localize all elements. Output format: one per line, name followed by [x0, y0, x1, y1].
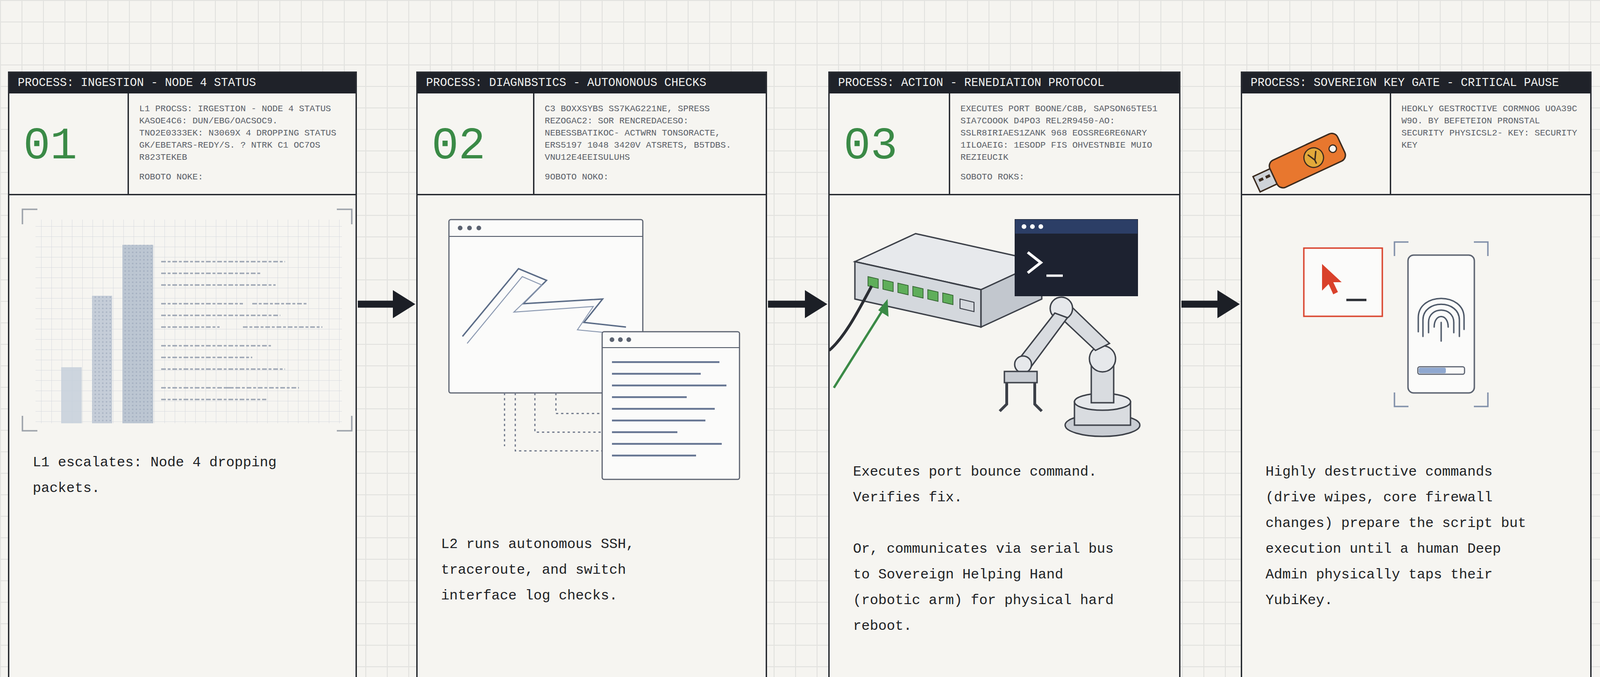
step-number: 01 — [23, 124, 78, 170]
flow-arrow — [768, 290, 828, 319]
network-switch — [829, 233, 1042, 388]
number-cell: 02 — [417, 93, 535, 194]
number-cell — [1242, 93, 1392, 194]
log-text: HEOKLY GESTROCTIVE CORMNOG UOA39C W9O. B… — [1401, 102, 1581, 152]
log-cell: C3 BOXXSYBS SS7KAG221NE, SPRESS REZOGAC2… — [534, 93, 766, 194]
arrow-shaft — [357, 300, 395, 308]
arrow-shaft — [768, 300, 807, 308]
process-panel: PROCESS: INGESTION - NODE 4 STATUS 01 L1 P… — [7, 71, 357, 677]
log-text: 9OBOTO NOKO: — [544, 170, 757, 184]
arrow-head — [1217, 290, 1240, 319]
status-row: 03 EXECUTES PORT BOONE/C8B, SAPSON65TE51 … — [829, 93, 1180, 196]
log-cell: L1 PROCSS: IRGESTION - NODE 4 STATUS KAS… — [128, 93, 356, 194]
log-text: EXECUTES PORT BOONE/C8B, SAPSON65TE51 SI… — [960, 102, 1170, 164]
header-bar: PROCESS: DIAGNBSTICS - AUTONONOUS CHECKS — [417, 72, 766, 94]
process-panel: PROCESS: ACTION - RENEDIATION PROTOCOL03… — [828, 71, 1181, 677]
status-row: 01 L1 PROCSS: IRGESTION - NODE 4 STATUS K… — [9, 93, 356, 196]
status-chart — [22, 209, 352, 431]
fingerprint-scanner — [1394, 241, 1488, 407]
description-block: Executes port bounce command. Verifies f… — [853, 459, 1115, 640]
step-description: L1 escalates: Node 4 dropping packets. — [32, 449, 295, 502]
flow-arrow — [1181, 290, 1240, 319]
log-text: ROBOTO NOKE: — [139, 170, 347, 184]
step-description: L2 runs autonomous SSH, traceroute, and … — [440, 531, 703, 609]
status-row: 02 C3 BOXXSYBS SS7KAG221NE, SPRESS REZOGA… — [417, 93, 766, 196]
panel-heading: PROCESS: DIAGNBSTICS - AUTONONOUS CHECKS — [426, 72, 707, 94]
step-description: Executes port bounce command. Verifies f… — [853, 459, 1115, 511]
step-description: Highly destructive commands (drive wipes… — [1265, 459, 1528, 614]
description-block: Highly destructive commands (drive wipes… — [1265, 459, 1528, 614]
security-key-icon — [1250, 131, 1348, 199]
log-window — [602, 331, 740, 480]
panel-heading: PROCESS: SOVEREIGN KEY GATE - CRITICAL P… — [1250, 72, 1559, 94]
step-number: 02 — [431, 124, 486, 170]
header-bar: PROCESS: SOVEREIGN KEY GATE - CRITICAL P… — [1242, 72, 1591, 94]
flow-arrow — [357, 290, 416, 319]
arrow-shaft — [1181, 300, 1220, 308]
log-cell: EXECUTES PORT BOONE/C8B, SAPSON65TE51 SI… — [950, 93, 1180, 194]
log-text: SOBOTO ROKS: — [960, 170, 1170, 184]
status-row: HEOKLY GESTROCTIVE CORMNOG UOA39C W9O. B… — [1242, 93, 1591, 196]
terminal-window — [1015, 219, 1138, 296]
step-description: Or, communicates via serial bus to Sover… — [853, 536, 1115, 640]
number-cell: 03 — [829, 93, 951, 194]
number-cell: 01 — [9, 93, 129, 194]
cursor-window — [1303, 248, 1383, 317]
log-text: L1 PROCSS: IRGESTION - NODE 4 STATUS KAS… — [139, 102, 347, 164]
header-bar: PROCESS: INGESTION - NODE 4 STATUS — [9, 72, 356, 94]
panel-grounds — [7, 71, 1592, 677]
description-block: L1 escalates: Node 4 dropping packets. — [32, 449, 295, 502]
description-block: L2 runs autonomous SSH, traceroute, and … — [440, 531, 703, 609]
panel-heading: PROCESS: ACTION - RENEDIATION PROTOCOL — [838, 72, 1105, 94]
log-cell: HEOKLY GESTROCTIVE CORMNOG UOA39C W9O. B… — [1391, 93, 1591, 194]
arrow-head — [804, 290, 828, 319]
panel-heading: PROCESS: INGESTION - NODE 4 STATUS — [17, 72, 256, 94]
process-panel: PROCESS: SOVEREIGN KEY GATE - CRITICAL P… — [1240, 71, 1592, 677]
arrow-head — [392, 290, 416, 319]
log-text: C3 BOXXSYBS SS7KAG221NE, SPRESS REZOGAC2… — [544, 102, 757, 164]
step-number: 03 — [843, 124, 898, 170]
process-panel: PROCESS: DIAGNBSTICS - AUTONONOUS CHECKS… — [416, 71, 768, 677]
robotic-arm — [999, 297, 1140, 437]
header-bar: PROCESS: ACTION - RENEDIATION PROTOCOL — [829, 72, 1180, 94]
